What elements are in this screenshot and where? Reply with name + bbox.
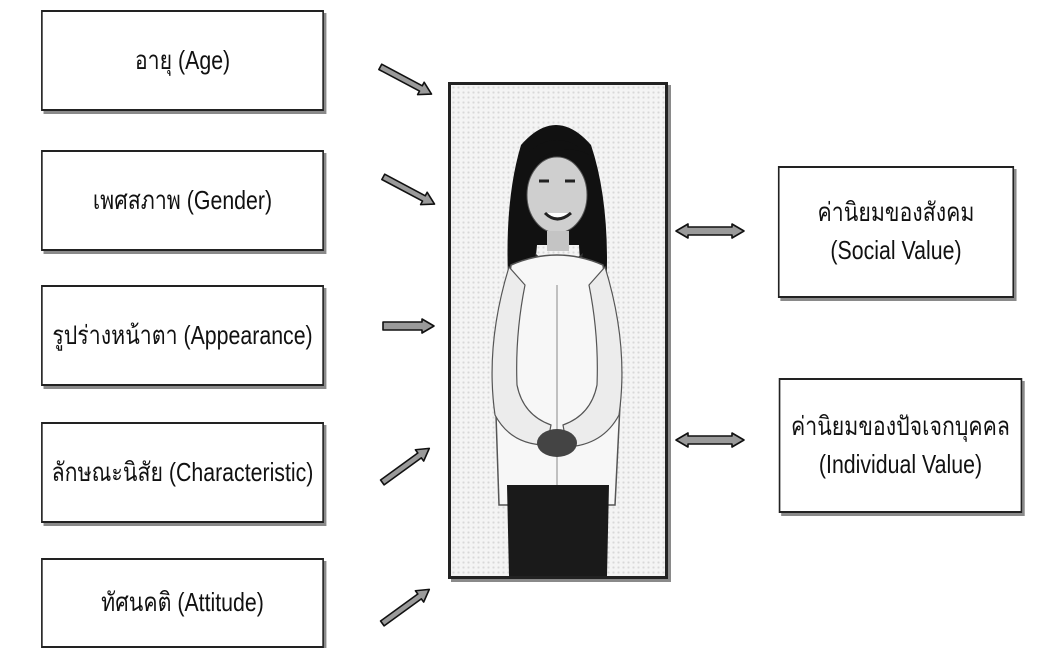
person-photo-icon xyxy=(491,125,623,576)
factor-label-age: อายุ (Age) xyxy=(134,44,231,75)
factor-label-attitude: ทัศนคติ (Attitude) xyxy=(101,587,264,618)
arrow-gender-to-person xyxy=(381,173,436,206)
value-label-social-english: (Social Value) xyxy=(830,235,962,265)
value-label-social-thai: ค่านิยมของสังคม xyxy=(817,197,975,228)
value-box-individual: ค่านิยมของปัจเจกบุคคล (Individual Value) xyxy=(778,378,1023,513)
factor-box-appearance: รูปร่างหน้าตา (Appearance) xyxy=(41,285,324,386)
arrow-person-social-bidirectional xyxy=(675,223,745,239)
arrow-attitude-to-person xyxy=(379,588,431,627)
factor-box-gender: เพศสภาพ (Gender) xyxy=(41,150,324,251)
value-box-social: ค่านิยมของสังคม (Social Value) xyxy=(777,166,1015,298)
arrow-characteristic-to-person xyxy=(379,447,431,486)
value-label-individual-english: (Individual Value) xyxy=(818,448,983,479)
factor-label-gender: เพศสภาพ (Gender) xyxy=(92,184,273,215)
arrow-appearance-to-person xyxy=(382,318,435,334)
value-label-individual-thai: ค่านิยมของปัจเจกบุคคล xyxy=(791,410,1010,441)
factor-box-characteristic: ลักษณะนิสัย (Characteristic) xyxy=(41,422,324,523)
factor-label-appearance: รูปร่างหน้าตา (Appearance) xyxy=(52,319,313,350)
factor-label-characteristic: ลักษณะนิสัย (Characteristic) xyxy=(51,456,314,487)
person-photo-frame xyxy=(448,82,668,579)
factor-box-attitude: ทัศนคติ (Attitude) xyxy=(41,558,324,648)
factor-box-age: อายุ (Age) xyxy=(41,10,324,111)
arrow-age-to-person xyxy=(378,63,433,96)
arrow-person-individual-bidirectional xyxy=(675,432,745,448)
diagram-arrows xyxy=(378,63,745,627)
